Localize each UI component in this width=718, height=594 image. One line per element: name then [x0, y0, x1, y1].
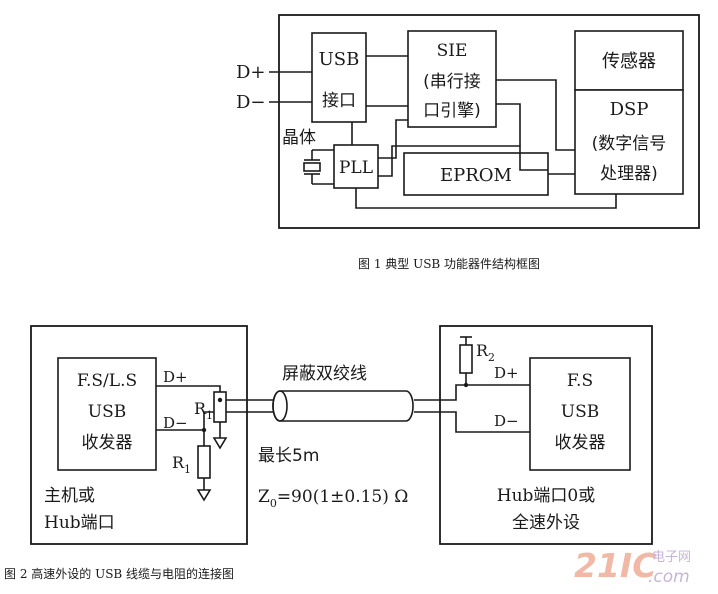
watermark-logo: 21IC 电子网 .com — [574, 546, 691, 587]
fig2-host-transceiver-box — [57, 357, 157, 471]
fig2-r2-label: R2 — [476, 341, 495, 364]
fig1-caption: 图 1 典型 USB 功能器件结构框图 — [358, 256, 540, 271]
fig2-r1-top-label: R1 — [194, 399, 213, 422]
fig1-eprom-label: EPROM — [440, 165, 512, 186]
fig2-r1-bottom-resistor — [197, 445, 211, 479]
fig1-dsp-desc-2: 处理器) — [600, 164, 658, 184]
fig2-host-label-1: 主机或 — [44, 486, 95, 506]
fig1-crystal-label: 晶体 — [282, 128, 316, 148]
fig1-sensor-box — [574, 30, 684, 91]
fig2-r1-top-resistor — [213, 391, 227, 423]
fig2-host-xcvr-line2: USB — [88, 402, 126, 422]
fig1-dsp-desc-1: (数字信号 — [592, 134, 667, 154]
fig1-sie-label: SIE — [437, 41, 468, 61]
fig1-usb-interface-box — [311, 32, 367, 123]
fig2-caption: 图 2 高速外设的 USB 线缆与电阻的连接图 — [4, 566, 234, 581]
fig1-usb-label: USB — [319, 49, 360, 70]
watermark-brand: 21IC — [574, 546, 656, 585]
fig2-dev-xcvr-line1: F.S — [567, 371, 593, 391]
fig2-host-label-2: Hub端口 — [44, 513, 115, 533]
fig2-r2-resistor — [459, 344, 473, 374]
fig1-sensor-label: 传感器 — [602, 51, 656, 72]
fig2-dev-dplus-wire — [440, 384, 530, 401]
fig2-cable — [250, 390, 440, 422]
fig1-pll-box — [333, 144, 379, 189]
fig2-dev-dminus: D− — [494, 412, 519, 430]
watermark-dotcom: .com — [648, 567, 690, 587]
fig1-dplus-label: D+ — [236, 62, 266, 83]
fig2-r1-bottom-label: R1 — [172, 453, 191, 476]
fig1-dsp-box — [574, 89, 684, 195]
fig2-dev-dplus: D+ — [494, 364, 519, 382]
fig1-sie-desc-1: (串行接 — [423, 72, 481, 92]
fig2-max-length: 最长5m — [258, 446, 319, 466]
fig2-host-dplus: D+ — [163, 368, 188, 386]
fig1-sie-box — [407, 30, 497, 128]
fig2-impedance: Z0=90(1±0.15) Ω — [258, 487, 408, 510]
fig1-eprom-box — [403, 152, 549, 196]
ground-icon — [212, 437, 228, 450]
ground-icon — [196, 489, 212, 502]
figure-2: F.S/L.S USB 收发器 D+ D− R1 R1 主机或 Hub端口 — [4, 325, 653, 581]
fig2-host-xcvr-line1: F.S/L.S — [77, 371, 137, 391]
fig1-interface-label: 接口 — [322, 91, 356, 111]
crystal-icon — [303, 149, 334, 185]
fig2-dev-dminus-wire — [440, 411, 530, 433]
fig1-pll-label: PLL — [339, 158, 373, 178]
fig2-device-label-1: Hub端口0或 — [497, 486, 595, 506]
fig2-cable-label: 屏蔽双绞线 — [282, 364, 367, 384]
fig1-sie-desc-2: 口引擎) — [423, 101, 481, 121]
fig2-device-label-2: 全速外设 — [512, 513, 580, 533]
watermark-cn: 电子网 — [652, 550, 691, 565]
fig2-host-dminus: D− — [163, 414, 188, 432]
fig2-dev-xcvr-line2: USB — [561, 402, 599, 422]
fig2-host-dminus-wire — [156, 411, 250, 431]
fig1-dminus-label: D− — [236, 92, 266, 113]
figure-1: D+ D− USB 接口 SIE (串行接 口引擎) 传感器 DSP (数字信号… — [236, 14, 700, 271]
fig2-device-transceiver-box — [529, 357, 631, 471]
fig1-connections — [351, 55, 617, 209]
fig2-dev-xcvr-line3: 收发器 — [555, 433, 606, 453]
fig2-host-xcvr-line3: 收发器 — [82, 433, 133, 453]
fig1-dsp-label: DSP — [610, 99, 649, 120]
